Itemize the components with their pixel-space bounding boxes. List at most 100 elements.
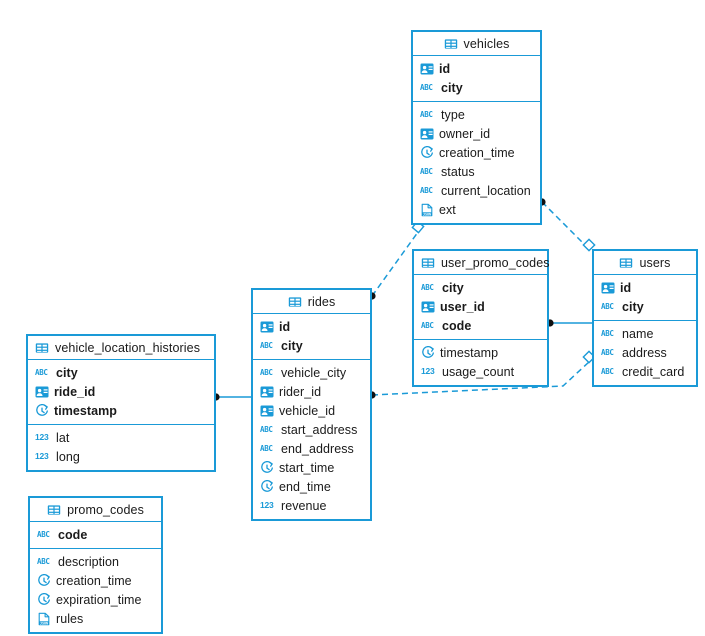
123-number-icon: 123 (421, 366, 435, 377)
json-document-icon: JSON (420, 203, 434, 217)
primary-key-row-rides-id[interactable]: id (253, 317, 370, 336)
primary-key-row-vehicles-id[interactable]: id (413, 59, 540, 78)
attribute-row-user_promo_codes-timestamp[interactable]: timestamp (414, 343, 547, 362)
entity-title: vehicles (463, 36, 510, 51)
123-number-icon: 123 (260, 500, 274, 511)
field-name: status (441, 164, 475, 179)
abc-string-icon: ABC (601, 347, 614, 357)
field-name: description (58, 554, 119, 569)
attribute-row-rides-end_time[interactable]: end_time (253, 477, 370, 496)
primary-key-row-user_promo_codes-user_id[interactable]: user_id (414, 297, 547, 316)
primary-key-row-users-id[interactable]: id (594, 278, 696, 297)
field-name: type (441, 107, 465, 122)
field-name: credit_card (622, 364, 685, 379)
field-name: city (441, 80, 463, 95)
attribute-row-rides-vehicle_city[interactable]: ABC vehicle_city (253, 363, 370, 382)
field-name: end_address (281, 441, 354, 456)
123-number-icon: 123 (35, 432, 49, 443)
field-name: usage_count (442, 364, 515, 379)
abc-string-icon: ABC (260, 367, 273, 377)
abc-string-icon: ABC (601, 301, 614, 311)
field-name: ride_id (54, 384, 96, 399)
id-card-icon (420, 127, 434, 141)
primary-key-row-vehicles-city[interactable]: ABC city (413, 78, 540, 97)
field-name: id (439, 61, 451, 76)
entity-header-rides[interactable]: rides (253, 290, 370, 314)
table-icon (288, 295, 302, 309)
table-icon (47, 503, 61, 517)
entity-header-users[interactable]: users (594, 251, 696, 275)
entity-header-user_promo_codes[interactable]: user_promo_codes (414, 251, 550, 275)
clock-icon (260, 479, 274, 494)
field-name: code (58, 527, 88, 542)
primary-key-row-vehicle_location_histories-ride_id[interactable]: ride_id (28, 382, 214, 401)
attribute-row-rides-revenue[interactable]: 123 revenue (253, 496, 370, 515)
field-name: creation_time (56, 573, 132, 588)
field-name: code (442, 318, 472, 333)
attribute-row-users-credit_card[interactable]: ABC credit_card (594, 362, 696, 381)
field-name: owner_id (439, 126, 491, 141)
field-name: vehicle_city (281, 365, 347, 380)
entity-title: rides (307, 294, 336, 309)
id-card-icon (260, 320, 274, 334)
attribute-row-vehicles-owner_id[interactable]: owner_id (413, 124, 540, 143)
field-name: start_address (281, 422, 358, 437)
field-name: vehicle_id (279, 403, 336, 418)
attribute-row-rides-start_time[interactable]: start_time (253, 458, 370, 477)
entity-title: vehicle_location_histories (55, 340, 201, 355)
attribute-row-rides-vehicle_id[interactable]: vehicle_id (253, 401, 370, 420)
clock-icon (421, 345, 435, 360)
entity-header-promo_codes[interactable]: promo_codes (30, 498, 161, 522)
abc-string-icon: ABC (420, 82, 433, 92)
attribute-row-rides-rider_id[interactable]: rider_id (253, 382, 370, 401)
relationship-vlh-rides (212, 393, 251, 401)
attribute-row-user_promo_codes-usage_count[interactable]: 123 usage_count (414, 362, 547, 381)
field-name: expiration_time (56, 592, 142, 607)
field-name: long (56, 449, 80, 464)
field-name: revenue (281, 498, 327, 513)
attribute-row-vehicles-creation_time[interactable]: creation_time (413, 143, 540, 162)
attribute-row-promo_codes-creation_time[interactable]: creation_time (30, 571, 161, 590)
entity-header-vehicles[interactable]: vehicles (413, 32, 540, 56)
entity-title: user_promo_codes (441, 255, 550, 270)
attribute-row-promo_codes-expiration_time[interactable]: expiration_time (30, 590, 161, 609)
primary-key-row-vehicle_location_histories-timestamp[interactable]: timestamp (28, 401, 214, 420)
attribute-section-user_promo_codes: timestamp 123 usage_count (414, 340, 547, 385)
entity-header-vehicle_location_histories[interactable]: vehicle_location_histories (28, 336, 214, 360)
abc-string-icon: ABC (260, 443, 273, 453)
entity-title: users (639, 255, 671, 270)
entity-title: promo_codes (67, 502, 144, 517)
abc-string-icon: ABC (601, 366, 614, 376)
attribute-row-rides-end_address[interactable]: ABC end_address (253, 439, 370, 458)
